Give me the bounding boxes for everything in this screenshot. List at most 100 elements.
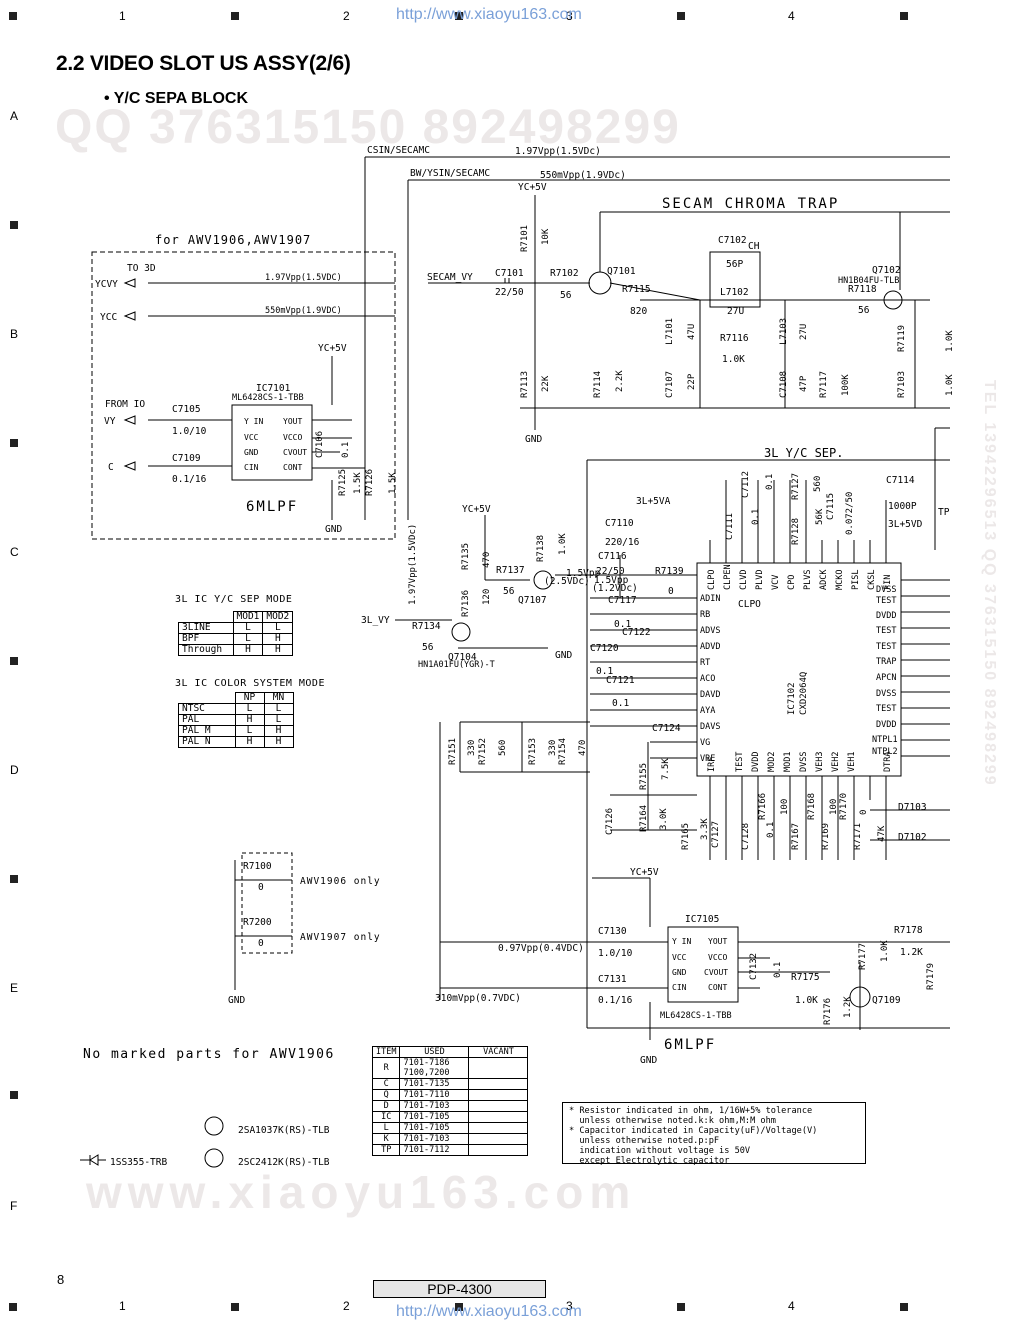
- component-ref: R7138: [536, 535, 546, 562]
- marker-square: [10, 875, 18, 883]
- table-cell: L: [371, 1122, 401, 1134]
- table-cell: BPF: [178, 633, 234, 645]
- component-value: 22K: [541, 375, 551, 392]
- component-value: 22/50: [495, 287, 524, 298]
- component-ref: R7153: [528, 738, 538, 765]
- table-title: 3L IC COLOR SYSTEM MODE: [175, 678, 325, 689]
- column-number: 2: [343, 1299, 350, 1313]
- table-cell: D: [371, 1100, 401, 1112]
- table-cell: Through: [178, 644, 234, 656]
- component-value: 1000P: [888, 501, 917, 512]
- component-ref: C7106: [315, 431, 325, 458]
- ic-pin: PLVS: [803, 570, 813, 590]
- table-cell: 7101-7110: [399, 1089, 470, 1101]
- table-header: VACANT: [468, 1046, 529, 1058]
- ic-pin: ADIN: [700, 594, 720, 604]
- net-voltage: (1.2VDc): [592, 583, 638, 594]
- net-voltage: 1.97Vpp(1.5VDc): [515, 146, 601, 157]
- component-ref: L7101: [665, 318, 675, 345]
- ic-pin: VCCO: [708, 953, 727, 962]
- table-cell: L: [232, 633, 264, 645]
- component-ref: R7135: [461, 543, 471, 570]
- component-value: 1.0K: [558, 533, 568, 555]
- component-ref: C7116: [598, 551, 627, 562]
- ic-pin: FIN: [883, 575, 893, 590]
- component-ref: C7105: [172, 404, 201, 415]
- marker-square: [455, 12, 463, 20]
- ic-pin: CLPO: [707, 570, 717, 590]
- ic-pin: VEH3: [815, 752, 825, 772]
- component-value: 7.5K: [661, 758, 671, 780]
- component-ref: R7175: [791, 972, 820, 983]
- table-cell: [468, 1111, 529, 1123]
- marker-square: [231, 12, 239, 20]
- component-ref: C7101: [495, 268, 524, 279]
- component-value: 27U: [799, 324, 809, 340]
- component-value: 47P: [799, 375, 809, 392]
- table-cell: TP: [371, 1144, 401, 1156]
- component-ref: Q7101: [607, 266, 636, 277]
- table-header: MN: [263, 692, 294, 704]
- component-ref: R7165: [681, 823, 691, 850]
- site-url-bottom[interactable]: http://www.xiaoyu163.com: [396, 1303, 582, 1320]
- ic-pin: TEST: [876, 704, 896, 714]
- ic-part: ML6428CS-1-TBB: [232, 393, 304, 403]
- component-ref: R7168: [807, 793, 817, 820]
- row-letter: F: [10, 1199, 18, 1213]
- component-ref: D7102: [898, 832, 927, 843]
- component-ref: C7130: [598, 926, 627, 937]
- ic7101-body: [231, 404, 313, 481]
- component-ref: D7103: [898, 802, 927, 813]
- component-value: 0.1: [596, 666, 613, 677]
- note-line: unless otherwise noted.p:pF: [569, 1136, 720, 1146]
- component-ref: C7109: [172, 453, 201, 464]
- ic-pin: VCC: [244, 433, 259, 442]
- component-value: 0: [668, 586, 674, 597]
- marker-square: [10, 221, 18, 229]
- column-number: 3: [566, 1299, 573, 1313]
- site-url-top[interactable]: http://www.xiaoyu163.com: [396, 6, 582, 23]
- table-cell: L: [263, 703, 294, 715]
- component-ref: C7108: [779, 371, 789, 398]
- ground-label: GND: [640, 1055, 657, 1066]
- net-voltage: 1.5Vpp: [566, 568, 601, 579]
- component-value: 3.3K: [700, 818, 710, 840]
- component-ref: R7100: [243, 861, 272, 872]
- ground-label: GND: [325, 524, 342, 535]
- ic-pin: VCCO: [283, 433, 302, 442]
- ic-pin: CONT: [283, 463, 302, 472]
- component-value: 3.0K: [659, 808, 669, 830]
- page-number: 8: [57, 1272, 65, 1287]
- component-value: 0.1: [341, 442, 351, 458]
- component-value: 0.1: [766, 822, 776, 838]
- ic-pin: VCV: [771, 575, 781, 590]
- block-label: 6MLPF: [246, 499, 298, 515]
- marker-square: [10, 439, 18, 447]
- component-value: 100K: [841, 374, 851, 396]
- power-label: YC+5V: [462, 504, 491, 515]
- ic-pin: CLPEN: [723, 564, 733, 590]
- table-cell: [468, 1089, 529, 1101]
- diode-icon: [80, 1154, 106, 1166]
- component-ref: C7112: [741, 471, 751, 498]
- option-label: for AWV1906,AWV1907: [155, 233, 311, 247]
- component-value: 10K: [541, 228, 551, 245]
- component-ref: R7102: [550, 268, 579, 279]
- ic-pin: DVSS: [799, 752, 809, 772]
- component-ref: C7117: [608, 595, 637, 606]
- option-label: AWV1907 only: [300, 932, 381, 943]
- component-value: 56: [858, 305, 870, 316]
- component-value: 56: [503, 586, 515, 597]
- power-label: YC+5V: [318, 343, 347, 354]
- ic-pin: RB: [700, 610, 710, 620]
- component-ref: C7102: [718, 235, 747, 246]
- ic-pin: NTPL1: [872, 735, 898, 745]
- table-header: NP: [234, 692, 265, 704]
- component-ref: R7164: [639, 805, 649, 832]
- ic-pin: TEST: [735, 752, 745, 772]
- ic-pin: PLVD: [755, 570, 765, 590]
- watermark-tel: TEL 13942296513 QQ 376315150 892498299: [981, 380, 998, 787]
- component-value: 0.1/16: [172, 474, 207, 485]
- table-cell: H: [263, 725, 294, 737]
